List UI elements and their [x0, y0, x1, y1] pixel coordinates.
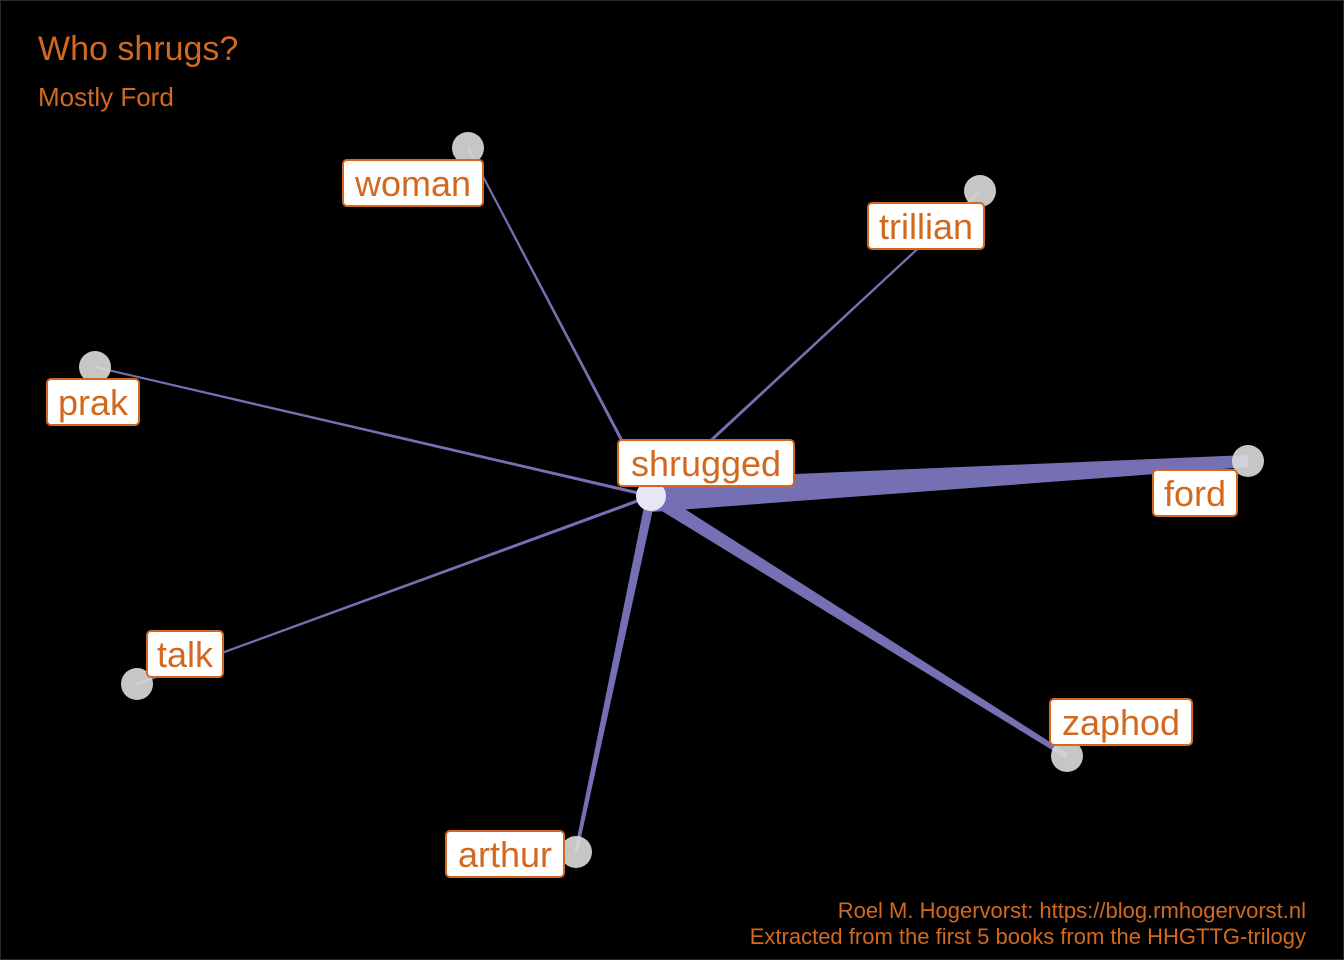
- node-label-text: trillian: [879, 206, 973, 247]
- node-shrugged-dot: [636, 481, 666, 511]
- chart-caption: Roel M. Hogervorst: https://blog.rmhoger…: [750, 898, 1306, 950]
- node-label-text: woman: [354, 163, 471, 204]
- node-label-text: shrugged: [631, 443, 781, 484]
- node-label-prak: prak: [46, 378, 140, 426]
- node-ford-dot: [1232, 445, 1264, 477]
- node-label-text: talk: [157, 634, 214, 675]
- edge-shrugged-arthur: [574, 495, 656, 853]
- node-label-text: zaphod: [1062, 702, 1180, 743]
- node-prak-dot: [79, 351, 111, 383]
- node-label-text: arthur: [458, 834, 552, 875]
- node-label-box: [342, 159, 484, 207]
- edge-shrugged-talk: [136, 494, 652, 685]
- node-label-box: [617, 439, 795, 487]
- node-label-box: [867, 202, 985, 250]
- node-label-box: [1152, 469, 1238, 517]
- node-woman-dot: [452, 132, 484, 164]
- caption-author: Roel M. Hogervorst: https://blog.rmhoger…: [837, 898, 1306, 923]
- caption-source: Extracted from the first 5 books from th…: [749, 924, 1306, 949]
- edge-shrugged-trillian: [649, 190, 981, 498]
- node-label-arthur: arthur: [445, 830, 565, 878]
- edge-shrugged-prak: [94, 366, 652, 498]
- chart-title: Who shrugs?: [38, 30, 239, 68]
- node-zaphod-dot: [1051, 740, 1083, 772]
- node-label-box: [146, 630, 224, 678]
- node-trillian-dot: [964, 175, 996, 207]
- node-label-text: ford: [1164, 473, 1226, 514]
- node-label-ford: ford: [1152, 469, 1238, 517]
- node-label-box: [1049, 698, 1193, 746]
- edge-shrugged-ford: [650, 455, 1249, 512]
- edge-shrugged-zaphod: [647, 489, 1069, 759]
- node-label-shrugged: shrugged: [617, 439, 795, 487]
- node-label-box: [445, 830, 565, 878]
- node-talk-dot: [121, 668, 153, 700]
- node-label-trillian: trillian: [867, 202, 985, 250]
- chart-subtitle: Mostly Ford: [38, 82, 174, 112]
- node-label-woman: woman: [342, 159, 484, 207]
- node-label-zaphod: zaphod: [1049, 698, 1193, 746]
- node-label-text: prak: [58, 382, 129, 423]
- edge-shrugged-woman: [467, 147, 653, 497]
- node-arthur-dot: [560, 836, 592, 868]
- node-label-talk: talk: [146, 630, 224, 678]
- node-label-box: [46, 378, 140, 426]
